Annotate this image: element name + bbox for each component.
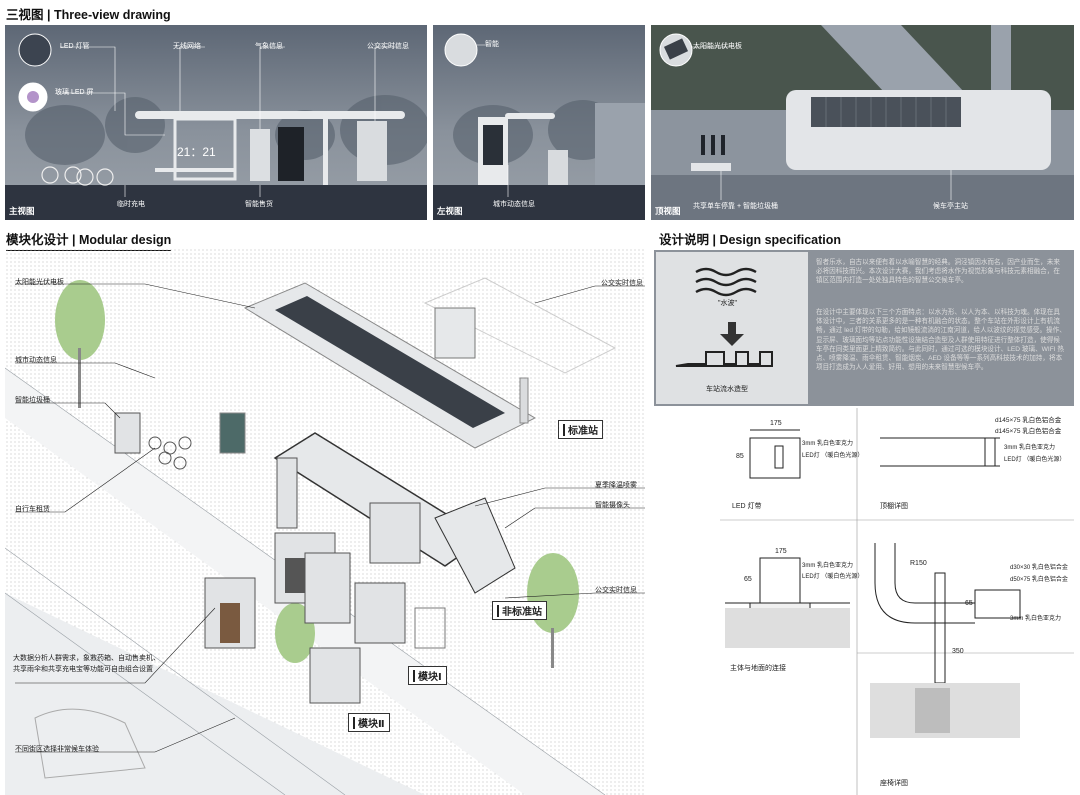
ground-dim-width: 175 (775, 548, 787, 555)
modular-label-bike-rental: 自行车租赁 (15, 506, 50, 513)
roof-led: LED灯 （暖白色光源） (1004, 457, 1066, 463)
modular-bottom-note-2: 不同街区选择非常候车体验 (15, 746, 99, 753)
three-view-heading: 三视图 | Three-view drawing (6, 4, 171, 26)
ground-dim-height: 65 (744, 576, 752, 583)
modular-bottom-note: 大数据分析人群需求，象救药箱、自动售卖机、共享雨伞和共享充电宝等功能可自由组合设… (13, 655, 160, 673)
top-view-panel: 太阳能光伏电板 共享单车停靠 + 智能垃圾桶 候车亭主站 顶视图 (651, 25, 1074, 220)
seat-dim-1: d30×30 乳白色铝合金 (1010, 565, 1068, 571)
tag-standard-station: 标准站 (558, 420, 603, 439)
led-strip-dim-height: 85 (736, 453, 744, 460)
roof-caption: 顶棚详图 (880, 503, 908, 510)
spec-heading-text: 设计说明 | Design specification (659, 233, 842, 247)
water-wave-label: "水波" (718, 300, 737, 307)
detail-drawings (720, 408, 1074, 795)
seat-dim-3: 65 (965, 600, 973, 607)
top-view-caption: 顶视图 (655, 206, 681, 216)
three-view-heading-text: 三视图 | Three-view drawing (6, 8, 171, 22)
front-label-charging: 临时充电 (117, 201, 145, 208)
modular-label-bus-info-2: 公交实时信息 (595, 587, 637, 594)
modular-label-camera: 智能摄像头 (595, 502, 630, 509)
front-label-bus-info: 公交实时信息 (367, 43, 409, 50)
top-view-drawing (651, 25, 1074, 220)
led-strip-caption: LED 灯带 (732, 503, 762, 510)
ground-acrylic: 3mm 乳白色亚克力 (802, 563, 854, 569)
ground-led: LED灯 （暖白色光源） (802, 574, 864, 580)
modular-label-smart-bin: 智能垃圾桶 (15, 397, 50, 404)
front-clock: 21：21 (177, 145, 216, 159)
modular-label-spray: 夏季降温喷雾 (595, 482, 637, 489)
modular-label-solar: 太阳能光伏电板 (15, 279, 64, 286)
left-label-city-info: 城市动态信息 (493, 201, 535, 208)
spec-paragraph-1: 智者乐水，自古以来便有着以水喻智慧的经典。洞泾镇因水而名，因产业而生，未来必将因… (816, 259, 1060, 285)
spec-heading: 设计说明 | Design specification (659, 229, 842, 251)
modular-heading: 模块化设计 | Modular design (6, 229, 172, 251)
front-view-panel: LED 灯管 玻璃 LED 屏 无线网络 气象信息 公交实时信息 临时充电 智能… (5, 25, 427, 220)
tag-standard-station-text: 标准站 (568, 426, 598, 437)
modular-panel: 太阳能光伏电板 城市动态信息 智能垃圾桶 自行车租赁 公交实时信息 夏季降温喷雾… (5, 248, 645, 795)
roof-acrylic: 3mm 乳白色亚克力 (1004, 445, 1056, 451)
seat-acrylic: 3mm 乳白色亚克力 (1010, 616, 1062, 622)
tag-non-standard-station: 非标准站 (492, 601, 547, 620)
front-label-weather: 气象信息 (255, 43, 283, 50)
modular-axonometric-drawing (5, 277, 645, 795)
roof-dim-2: d145×75 乳白色铝合金 (995, 428, 1062, 435)
station-shape-label: 车站流水造型 (706, 386, 748, 393)
tag-module-1: 模块Ⅰ (408, 666, 447, 685)
led-strip-acrylic: 3mm 乳白色亚克力 (802, 441, 854, 447)
wave-to-station-diagram (675, 267, 773, 367)
front-view-caption: 主视图 (9, 206, 35, 216)
ground-caption: 主体与地面的连接 (730, 665, 786, 672)
tag-module-2: 模块Ⅱ (348, 713, 390, 732)
tag-non-standard-station-text: 非标准站 (502, 607, 542, 618)
modular-label-city-info: 城市动态信息 (15, 357, 57, 364)
front-label-led-tube: LED 灯管 (60, 43, 90, 50)
details-panel: 175 85 3mm 乳白色亚克力 LED灯 （暖白色光源） LED 灯带 d1… (720, 408, 1074, 795)
spec-paragraph-2: 在设计中主要体现以下三个方面特点：以水为形、以人为本、以科技为魂。体现在具体设计… (816, 309, 1066, 372)
spec-icon-box: "水波" 车站流水造型 (656, 252, 808, 404)
modular-heading-text: 模块化设计 | Modular design (6, 233, 172, 247)
led-strip-dim-width: 175 (770, 420, 782, 427)
front-label-vending: 智能售货 (245, 201, 273, 208)
seat-radius: R150 (910, 560, 927, 567)
spec-panel: "水波" 车站流水造型 智者乐水，自古以来便有着以水喻智慧的经典。洞泾镇因水而名… (654, 250, 1074, 406)
roof-dim-1: d145×75 乳白色铝合金 (995, 417, 1062, 424)
top-label-solar: 太阳能光伏电板 (693, 43, 742, 50)
front-label-glass-led-screen: 玻璃 LED 屏 (55, 89, 94, 96)
top-label-main-station: 候车亭主站 (933, 203, 968, 210)
front-view-drawing (5, 33, 427, 220)
tag-module-1-text: 模块Ⅰ (418, 672, 442, 683)
front-label-wifi: 无线网络 (173, 43, 201, 50)
modular-label-bus-info-1: 公交实时信息 (601, 280, 643, 287)
left-view-caption: 左视图 (437, 206, 463, 216)
seat-caption: 座椅详图 (880, 780, 908, 787)
seat-dim-2: d50×75 乳白色铝合金 (1010, 577, 1068, 583)
left-label-smart: 智能 (485, 41, 499, 48)
left-view-panel: 智能 城市动态信息 左视图 (433, 25, 645, 220)
left-view-drawing (433, 33, 645, 220)
tag-module-2-text: 模块Ⅱ (358, 719, 385, 730)
led-strip-led: LED灯 （暖白色光源） (802, 453, 864, 459)
top-label-bike-bin: 共享单车停靠 + 智能垃圾桶 (693, 203, 778, 210)
seat-dim-height: 350 (952, 648, 964, 655)
